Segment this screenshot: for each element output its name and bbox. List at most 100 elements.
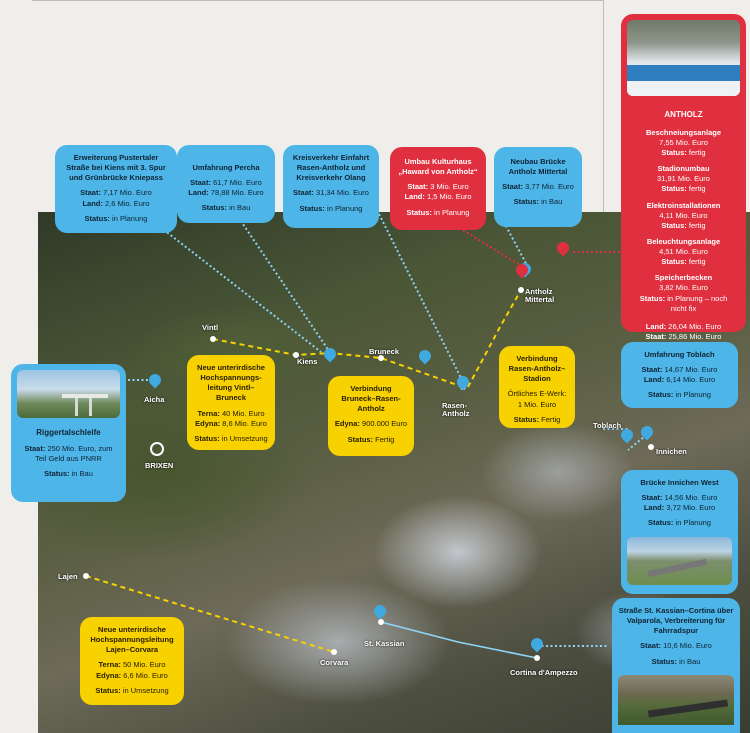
value-staat: 10,6 Mio. Euro <box>663 641 712 651</box>
project-card-innichen[interactable]: Brücke Innichen West Staat: 14,56 Mio. E… <box>621 470 738 594</box>
label-land: Land: <box>645 321 667 331</box>
place-dot-cortina <box>534 655 540 661</box>
label-land: Land: <box>643 375 665 385</box>
project-card-pustertal[interactable]: Erweiterung Pustertaler Straße bei Kiens… <box>55 145 177 233</box>
label-land: Land: <box>404 192 425 202</box>
connector-percha <box>233 212 332 355</box>
value-staat: 3,77 Mio. Euro <box>525 182 574 192</box>
value-status: in Bau <box>679 656 701 666</box>
place-label-st-kassian: St. Kassian <box>364 639 405 648</box>
value-status: fertig <box>688 184 706 194</box>
project-card-st-kassian[interactable]: Straße St. Kassian–Cortina über Valparol… <box>612 598 740 733</box>
powerline-lajen-corvara <box>85 575 335 653</box>
item-name: Stadionumbau <box>657 164 710 174</box>
project-card-riggertal[interactable]: Riggertalschleife Staat: 250 Mio. Euro, … <box>11 364 126 502</box>
label-terna: Terna: <box>197 408 220 418</box>
antholz-item-0: Beschneiungsanlage 7,55 Mio. Euro Status… <box>627 128 740 158</box>
value-status: in Planung <box>675 390 711 400</box>
card-title: Erweiterung Pustertaler Straße bei Kiens… <box>66 153 166 183</box>
place-ring-brixen <box>150 442 164 456</box>
value-status: fertig <box>688 220 706 230</box>
label-terna: Terna: <box>98 660 121 670</box>
value-status: fertig <box>688 148 706 158</box>
value-amount: 1 Mio. Euro <box>517 399 557 409</box>
place-dot-bruneck <box>378 355 384 361</box>
label-status: Status: <box>639 293 666 303</box>
place-label-brixen: BRIXEN <box>145 461 174 470</box>
label-staat: Staat: <box>640 641 661 651</box>
item-value: 4,51 Mio. Euro <box>659 247 708 257</box>
place-label-lajen: Lajen <box>58 572 78 581</box>
label-staat: Staat: <box>645 331 667 341</box>
value-status: in Planung – noch nicht fix <box>667 293 728 313</box>
card-title: Kreisverkehr Einfahrt Rasen-Antholz und … <box>292 153 370 183</box>
antholz-item-1: Stadionumbau 31,91 Mio. Euro Status: fer… <box>627 164 740 194</box>
place-label-corvara: Corvara <box>320 658 349 667</box>
label-staat: Staat: <box>502 182 523 192</box>
project-card-percha[interactable]: Umfahrung Percha Staat: 61,7 Mio. Euro L… <box>177 145 275 223</box>
project-card-bruecke-mittertal[interactable]: Neubau Brücke Antholz Mittertal Staat: 3… <box>494 147 582 227</box>
value-land: 2,6 Mio. Euro <box>104 198 150 208</box>
card-title: Neue unterirdische Hochspannungs-leitung… <box>197 363 265 403</box>
item-name: Elektroinstallationen <box>646 200 721 210</box>
label-status: Status: <box>299 203 325 213</box>
value-status: Fertig <box>375 434 395 444</box>
place-label-aicha: Aicha <box>144 395 165 404</box>
label-status: Status: <box>347 434 374 444</box>
project-card-lajen-corvara[interactable]: Neue unterirdische Hochspannungsleitung … <box>80 617 184 705</box>
value-status: fertig <box>688 257 706 267</box>
project-card-kreisverkehr[interactable]: Kreisverkehr Einfahrt Rasen-Antholz und … <box>283 145 379 228</box>
place-dot-corvara <box>331 649 337 655</box>
value-status: in Planung <box>327 203 363 213</box>
label-edyna: Edyna: <box>195 418 221 428</box>
value-land: 78,88 Mio. Euro <box>210 188 264 198</box>
label-staat: Staat: <box>641 493 663 503</box>
label-status: Status: <box>648 390 674 400</box>
label-staat: Staat: <box>80 188 101 198</box>
value-staat: 31,34 Mio. Euro <box>315 188 369 198</box>
value-staat: 250 Mio. Euro, zum Teil Geld aus PNRR <box>35 443 113 463</box>
project-card-kulturhaus[interactable]: Umbau Kulturhaus „Haward von Antholz“ St… <box>390 147 486 230</box>
label-status: Status: <box>661 220 687 230</box>
value-edyna: 8,6 Mio. Euro <box>222 418 267 428</box>
label-status: Status: <box>651 656 678 666</box>
label-land: Land: <box>188 188 209 198</box>
value-status: in Bau <box>229 203 251 213</box>
label-land: Land: <box>643 503 665 513</box>
value-terna: 50 Mio. Euro <box>122 660 166 670</box>
label-edyna: Edyna: <box>96 670 122 680</box>
label-status: Status: <box>513 414 540 424</box>
label-status: Status: <box>44 469 70 479</box>
card-title: Neue unterirdische Hochspannungsleitung … <box>90 625 174 655</box>
value-status: in Bau <box>71 469 93 479</box>
connector-kulturhaus <box>431 212 524 268</box>
label-status: Status: <box>201 203 228 213</box>
value-staat: 61,7 Mio. Euro <box>213 178 262 188</box>
card-title: Verbindung Rasen-Antholz–Stadion <box>508 354 566 384</box>
item-name: Speicherbecken <box>654 273 713 283</box>
top-rule <box>32 0 604 13</box>
place-label-toblach: Toblach <box>593 421 622 430</box>
label-status: Status: <box>648 518 674 528</box>
project-card-toblach[interactable]: Umfahrung Toblach Staat: 14,67 Mio. Euro… <box>621 342 738 408</box>
card-title: Umfahrung Toblach <box>644 350 715 359</box>
label-land: Land: <box>82 198 103 208</box>
card-title: Straße St. Kassian–Cortina über Valparol… <box>618 606 734 636</box>
value-status: in Planung <box>434 207 470 217</box>
project-card-bruneck-rasen[interactable]: Verbindung Bruneck–Rasen-Antholz Edyna: … <box>328 376 414 456</box>
item-name: Beleuchtungsanlage <box>646 236 721 246</box>
project-card-rasen-stadion[interactable]: Verbindung Rasen-Antholz–Stadion Örtlich… <box>499 346 575 428</box>
antholz-item-2: Elektroinstallationen 4,11 Mio. Euro Sta… <box>627 201 740 231</box>
card-title: Brücke Innichen West <box>640 478 719 487</box>
connector-mittertal <box>497 212 529 268</box>
value-edyna: 6,6 Mio. Euro <box>123 670 168 680</box>
place-dot-kiens <box>293 352 299 358</box>
value-staat: 14,67 Mio. Euro <box>664 365 718 375</box>
value-provider: Örtliches E-Werk: <box>507 389 567 399</box>
place-label-antholz-mittertal: Antholz Mittertal <box>525 287 555 305</box>
project-card-vintl-bruneck[interactable]: Neue unterirdische Hochspannungs-leitung… <box>187 355 275 450</box>
project-card-antholz[interactable]: ANTHOLZ Beschneiungsanlage 7,55 Mio. Eur… <box>621 14 746 341</box>
label-staat: Staat: <box>293 188 314 198</box>
value-status: in Umsetzung <box>122 685 169 695</box>
value-staat: 25,86 Mio. Euro <box>668 331 722 341</box>
